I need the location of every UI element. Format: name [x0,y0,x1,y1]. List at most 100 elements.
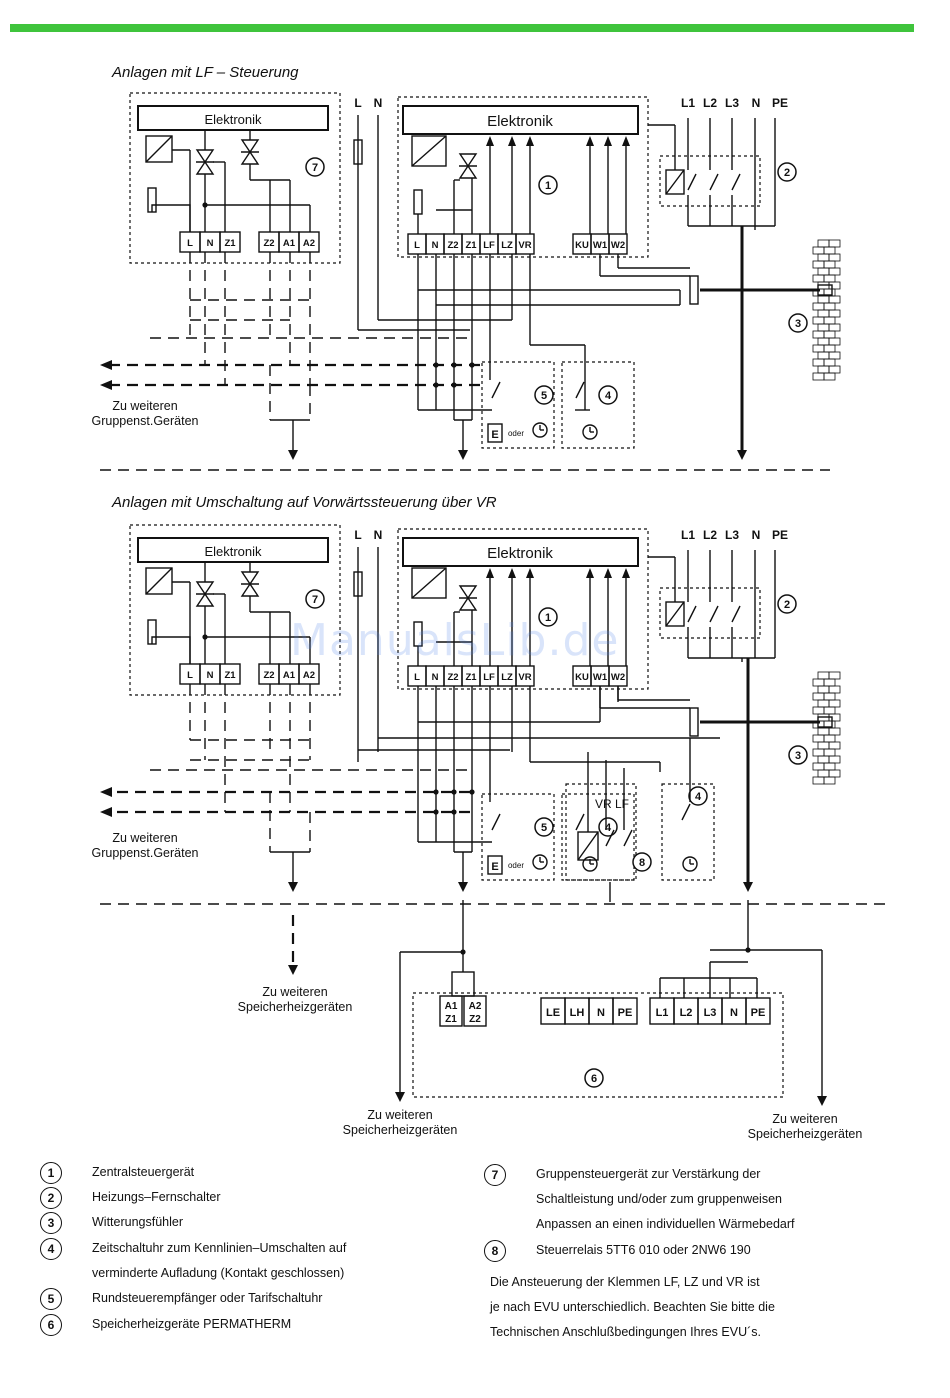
terminal-label: LZ [501,240,513,251]
supply-n-label: N [752,528,761,542]
brick [828,323,841,332]
legend-text: Speicherheizgeräte PERMATHERM [92,1317,292,1331]
brick [823,762,836,771]
unit7-outline [129,524,341,696]
callout-number: 1 [545,612,551,624]
brick [817,337,830,346]
top-accent-bar [10,24,914,32]
thyristor-icon [458,596,478,611]
junction-dot [433,362,439,368]
brick [823,274,836,283]
receiver-label: E [491,861,498,873]
legend-text: Steuerrelais 5TT6 010 oder 2NW6 190 [536,1243,751,1257]
callout-circle [688,786,708,806]
arrow-head [604,136,612,146]
callout-number: 5 [541,390,547,402]
fuse-icon [353,571,363,597]
supply-pe-label: PE [772,528,788,542]
brick [817,239,830,248]
legend-number-icon: 4 [40,1238,62,1260]
terminal-label: A2 [303,670,315,681]
terminal-label: N [207,238,214,249]
brick [812,748,825,757]
callout-circle [538,607,558,627]
unit1-electronics-box [402,105,639,135]
note-line: je nach EVU unterschiedlich. Beachten Si… [490,1300,775,1314]
brick [828,253,841,262]
receiver5-outline [481,793,555,881]
legend-number-icon: 5 [40,1288,62,1310]
heater-terminal-label: LE [546,1007,560,1019]
terminal-label: Z1 [224,670,236,681]
arrow-head [622,568,630,578]
terminal-label: W2 [611,672,625,683]
clock4-outline [561,361,635,449]
legend-text: Schaltleistung und/oder zum gruppenweise… [536,1192,782,1206]
terminal-label: KU [575,240,589,251]
thyristor-icon [240,571,260,586]
legend-text: Witterungsfühler [92,1215,184,1229]
mains-l-label: L [354,96,361,110]
arrow-head [486,136,494,146]
heater-terminal-label: L3 [704,1007,717,1019]
terminal-label: Z1 [465,672,477,683]
brick [817,755,830,764]
brick [828,741,841,750]
terminal-label: W1 [593,672,608,683]
supply-l1-label: L1 [681,96,695,110]
wire [605,829,615,847]
converter-block [411,567,447,599]
brick [828,671,841,680]
brick [812,734,825,743]
supply-l1-label: L1 [681,528,695,542]
wire [709,605,719,623]
brick [817,323,830,332]
wire [665,601,685,627]
junction-dot [469,362,475,368]
note-line: Die Ansteuerung der Klemmen LF, LZ und V… [490,1275,760,1289]
brick [812,678,825,687]
wire [145,567,173,595]
or-label: oder [508,861,524,870]
arrow-head [817,1096,827,1106]
terminal-label: L [414,672,420,683]
terminal-label: Z2 [263,238,274,249]
heater-outline [412,992,784,1098]
arrow-head [586,136,594,146]
terminal-label: VR [518,240,531,251]
unit7-electronics-label: Elektronik [204,544,262,559]
brick [823,734,836,743]
junction-dot [451,382,457,388]
terminal-label: Z1 [224,238,236,249]
callout-circle [538,175,558,195]
heater-terminal-link [451,971,475,997]
brick [828,309,841,318]
unit7-outline [129,92,341,264]
arrow-head [508,136,516,146]
terminal-label: KU [575,672,589,683]
terminal [298,231,320,253]
mains-l-label: L [354,528,361,542]
receiver-box [487,855,503,875]
heater-terminal-label: A1 [445,1001,458,1012]
junction-dot [451,789,457,795]
wire [151,636,191,664]
wire [491,813,501,831]
brick [828,239,841,248]
relay-contacts-label: VR LF [595,797,629,811]
brick [828,351,841,360]
heater-terminal-label: L2 [680,1007,693,1019]
heater-terminal-label: L1 [656,1007,669,1019]
converter-block [411,135,447,167]
thyristor-icon [458,164,478,179]
arrow-head [737,450,747,460]
terminal [515,665,535,687]
sensor-cable-block [689,275,699,305]
callout-number: 7 [312,162,318,174]
callout-circle [777,162,797,182]
brick [812,330,825,339]
junction-dot [451,362,457,368]
callout-number: 6 [591,1073,597,1085]
